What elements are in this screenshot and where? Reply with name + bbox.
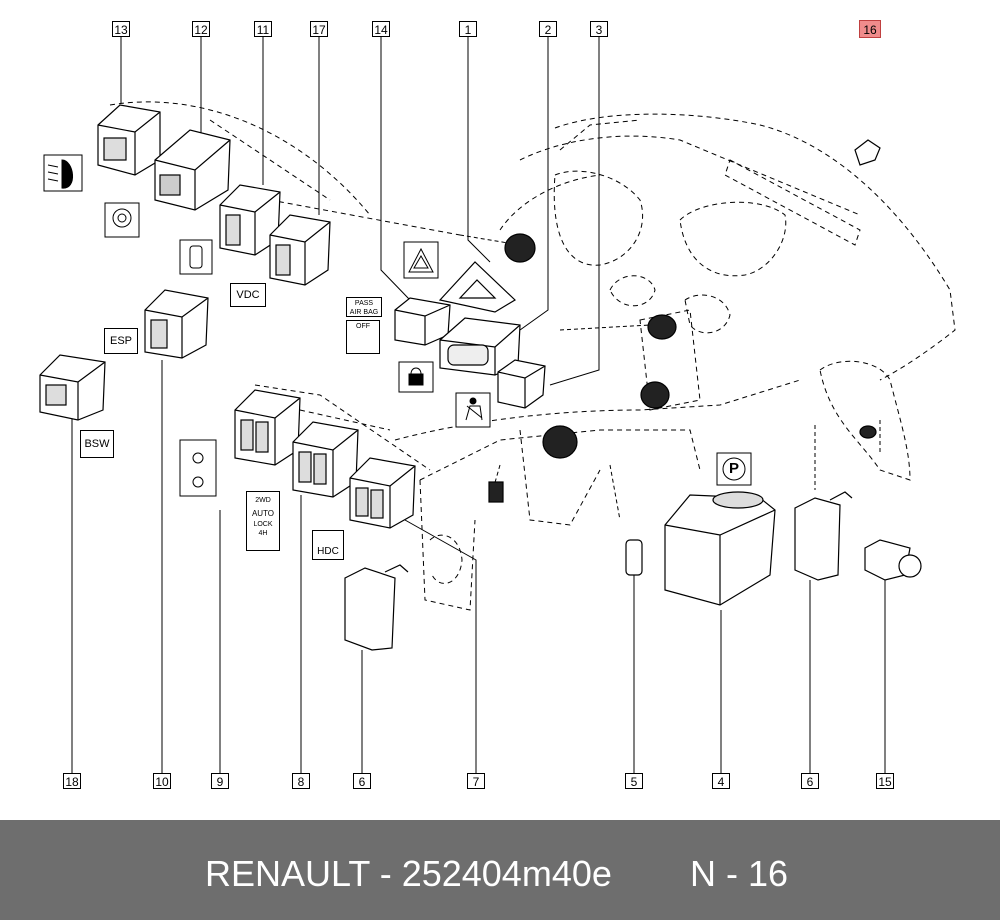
callout-8: 8 xyxy=(292,773,310,789)
lock-label: LOCK xyxy=(253,521,273,528)
seatbelt-icon xyxy=(455,392,491,428)
socket-part-15 xyxy=(864,539,922,581)
off-label: OFF xyxy=(356,323,370,330)
switch-part-8 xyxy=(292,421,359,498)
callout-7: 7 xyxy=(467,773,485,789)
two-wd-label: 2WD xyxy=(255,497,271,504)
callout-11: 11 xyxy=(254,21,272,37)
callout-10: 10 xyxy=(153,773,171,789)
lock-icon xyxy=(398,361,434,393)
switch-part-17 xyxy=(269,214,331,286)
callout-leaders xyxy=(71,37,886,773)
callout-9: 9 xyxy=(211,773,229,789)
switch-part-11 xyxy=(219,184,281,256)
switch-part-14 xyxy=(394,297,451,346)
switch-part-13 xyxy=(97,104,161,176)
blank-panel-6-right xyxy=(794,491,853,581)
footer-bar: RENAULT - 252404m40e N - 16 xyxy=(0,820,1000,920)
drive-mode-symbol: 2WD AUTO LOCK 4H xyxy=(246,491,280,551)
hdc-symbol: HDC xyxy=(312,530,344,560)
descent-icons-box xyxy=(179,439,217,497)
airbag-label: AIR BAG xyxy=(349,309,379,316)
blank-panel-6-left xyxy=(344,564,409,651)
callout-14: 14 xyxy=(372,21,390,37)
parking-label: P xyxy=(728,460,739,477)
callout-2: 2 xyxy=(539,21,557,37)
switch-part-7 xyxy=(349,457,416,529)
callout-5: 5 xyxy=(625,773,643,789)
parts-diagram xyxy=(39,37,956,773)
callout-16-highlighted: 16 xyxy=(859,20,881,38)
bulb-part-5 xyxy=(625,539,643,576)
auto-label: AUTO xyxy=(251,509,275,518)
pass-airbag-symbol: PASS AIR BAG xyxy=(346,297,382,317)
console-part-4 xyxy=(664,491,776,606)
switch-part-1 xyxy=(438,261,516,313)
switch-part-10 xyxy=(144,289,209,359)
callout-12: 12 xyxy=(192,21,210,37)
callout-18: 18 xyxy=(63,773,81,789)
part-number-label: RENAULT - 252404m40e xyxy=(205,853,612,894)
dashboard-outline xyxy=(109,101,956,611)
switch-part-3 xyxy=(497,359,546,409)
four-h-label: 4H xyxy=(258,530,268,537)
parking-icon xyxy=(716,452,752,486)
lighting-ring-icon xyxy=(104,202,140,238)
callout-13: 13 xyxy=(112,21,130,37)
callout-6-right: 6 xyxy=(801,773,819,789)
vdc-symbol: VDC xyxy=(230,283,266,307)
callout-4: 4 xyxy=(712,773,730,789)
bsw-symbol: BSW xyxy=(80,430,114,458)
switch-part-9 xyxy=(234,389,301,466)
sensor-part-16 xyxy=(854,139,881,166)
dashboard-switch-locations xyxy=(488,233,877,503)
switch-part-12 xyxy=(154,129,231,211)
pass-label: PASS xyxy=(354,300,374,307)
airbag-off-symbol: OFF xyxy=(346,320,380,354)
callout-1: 1 xyxy=(459,21,477,37)
callout-3: 3 xyxy=(590,21,608,37)
headlamp-level-icon xyxy=(43,154,83,192)
callout-15: 15 xyxy=(876,773,894,789)
switch-part-18 xyxy=(39,354,106,421)
hazard-icon xyxy=(403,241,439,279)
esp-symbol: ESP xyxy=(104,328,138,354)
callout-17: 17 xyxy=(310,21,328,37)
position-code-label: N - 16 xyxy=(690,853,789,894)
callout-6-left: 6 xyxy=(353,773,371,789)
car-sensor-icon xyxy=(179,239,213,275)
